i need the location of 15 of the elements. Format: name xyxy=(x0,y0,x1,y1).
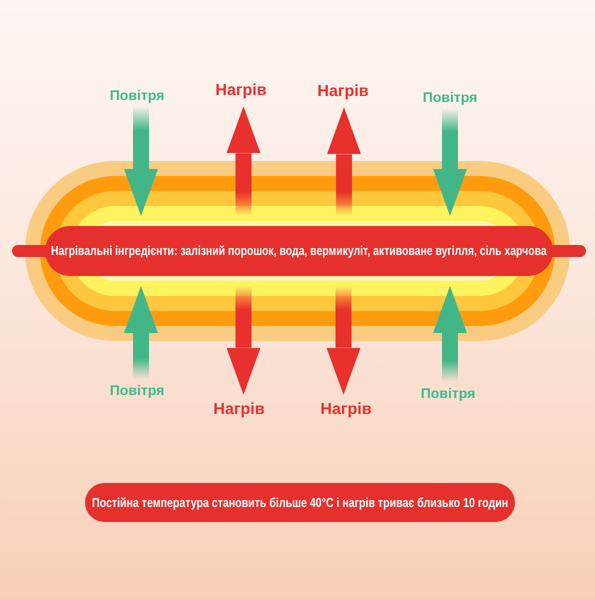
heat-label: Нагрів xyxy=(320,400,372,420)
arrow xyxy=(226,106,260,216)
air-label: Повітря xyxy=(110,382,164,398)
heat-label: Нагрів xyxy=(215,82,267,100)
air-label: Повітря xyxy=(422,88,478,106)
arrow xyxy=(326,286,360,395)
heat-label: Нагрів xyxy=(213,400,265,420)
arrow xyxy=(433,108,467,216)
air-label: Повітря xyxy=(420,384,476,402)
info-banner: Постійна температура становить більше 40°C і нагрів триває близько 10 годин xyxy=(85,483,515,522)
arrow xyxy=(226,286,260,395)
arrow xyxy=(433,286,467,382)
arrow xyxy=(327,107,361,216)
air-label: Повітря xyxy=(110,86,164,104)
heat-label: Нагрів xyxy=(317,82,369,102)
